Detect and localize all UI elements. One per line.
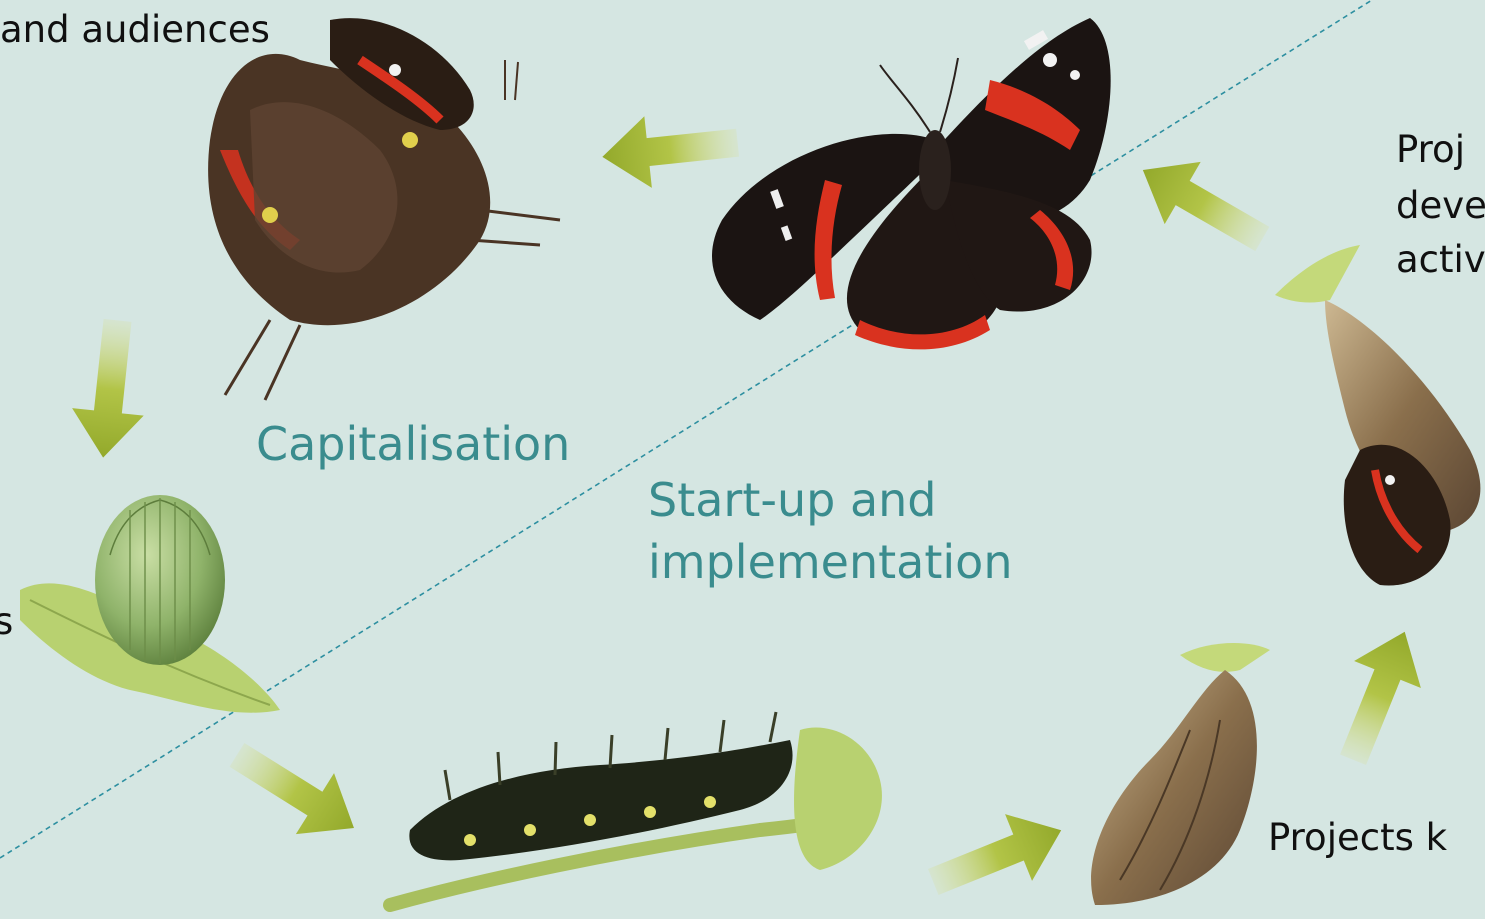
egg-on-leaf-image xyxy=(20,495,280,713)
startup-line-2: implementation xyxy=(648,535,1013,589)
arrow-to-egg xyxy=(72,318,144,458)
arrow-to-caterpillar xyxy=(229,742,354,835)
right-fragment-line-1: Proj xyxy=(1396,128,1465,171)
resting-butterfly-image xyxy=(208,18,561,401)
arrow-to-emerging-butterfly xyxy=(1340,631,1421,766)
top-left-fragment-label: and audiences xyxy=(0,8,270,51)
chrysalis-image xyxy=(1091,643,1270,905)
arrow-to-adult-butterfly xyxy=(1142,161,1270,252)
startup-line-1: Start-up and xyxy=(648,473,937,527)
stage-divider-line xyxy=(0,0,1373,859)
bottom-right-fragment-label: Projects k xyxy=(1268,816,1448,859)
arrow-to-chrysalis xyxy=(927,814,1062,895)
adult-butterfly-image xyxy=(711,18,1111,350)
right-fragment-line-3: activ xyxy=(1396,238,1485,281)
arrow-to-resting-butterfly xyxy=(602,116,740,188)
caterpillar-image xyxy=(383,711,882,912)
emerging-butterfly-image xyxy=(1275,245,1481,586)
left-fragment-label: s xyxy=(0,600,14,643)
right-fragment-line-2: deve xyxy=(1396,184,1485,227)
capitalisation-label: Capitalisation xyxy=(256,417,571,471)
